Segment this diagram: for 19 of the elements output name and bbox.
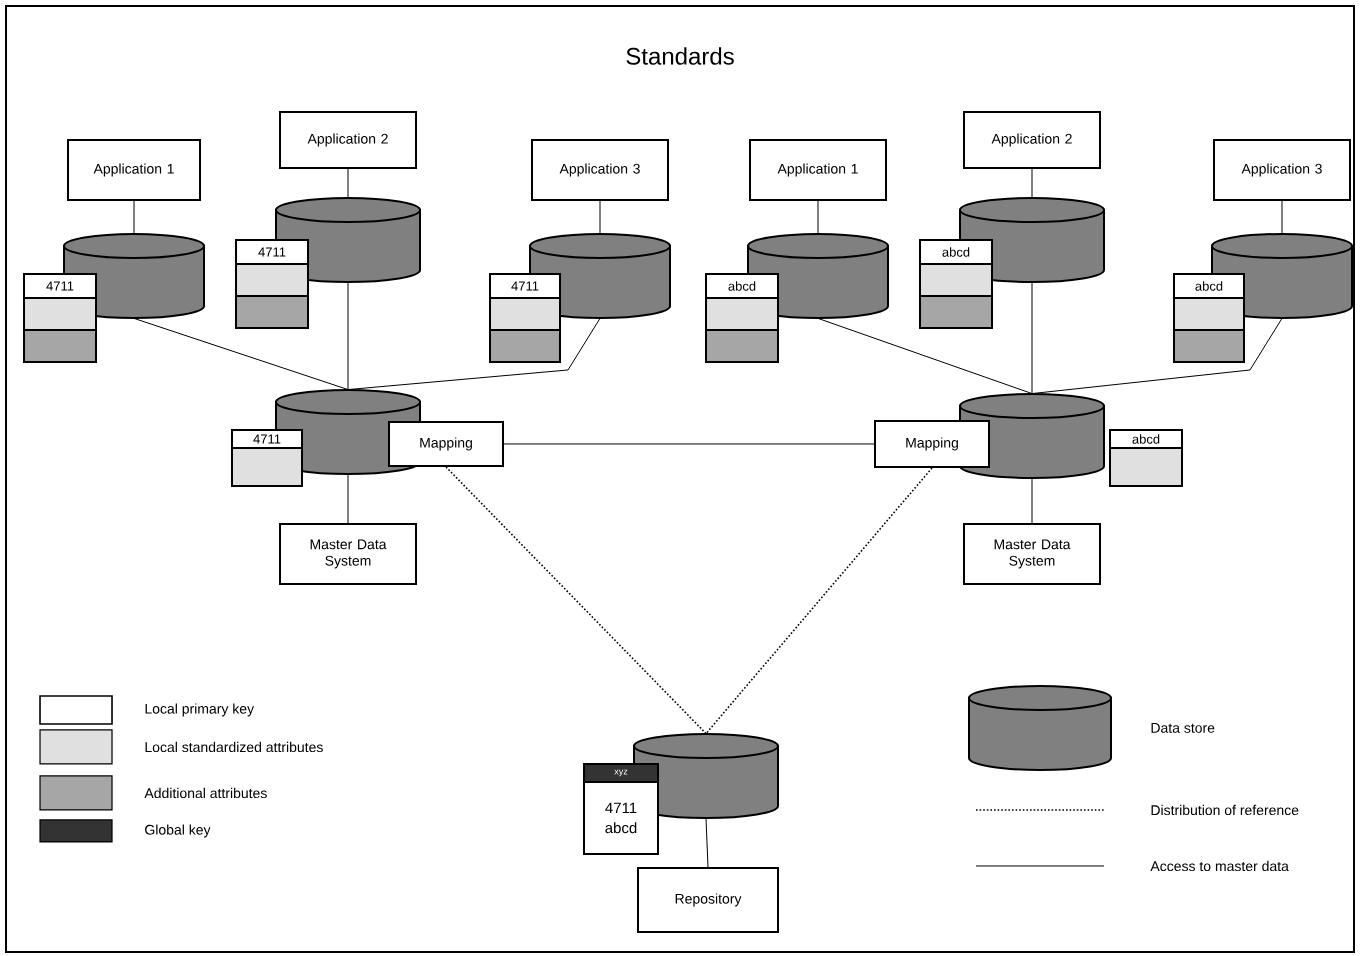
connector xyxy=(133,317,349,391)
connector xyxy=(503,443,875,445)
connector xyxy=(1031,477,1033,524)
connector xyxy=(705,817,709,868)
connector xyxy=(1031,317,1283,395)
connector xyxy=(347,281,349,391)
connector xyxy=(445,466,707,735)
title: Standards xyxy=(626,47,734,65)
connector xyxy=(1031,168,1033,199)
connector xyxy=(599,200,601,235)
connector xyxy=(817,200,819,235)
connector xyxy=(347,317,601,391)
connector xyxy=(347,168,349,199)
connector xyxy=(1031,281,1033,395)
connector xyxy=(133,200,135,235)
connector xyxy=(1281,200,1283,235)
connector xyxy=(817,317,1033,395)
connector xyxy=(347,473,349,524)
connector xyxy=(705,467,933,735)
